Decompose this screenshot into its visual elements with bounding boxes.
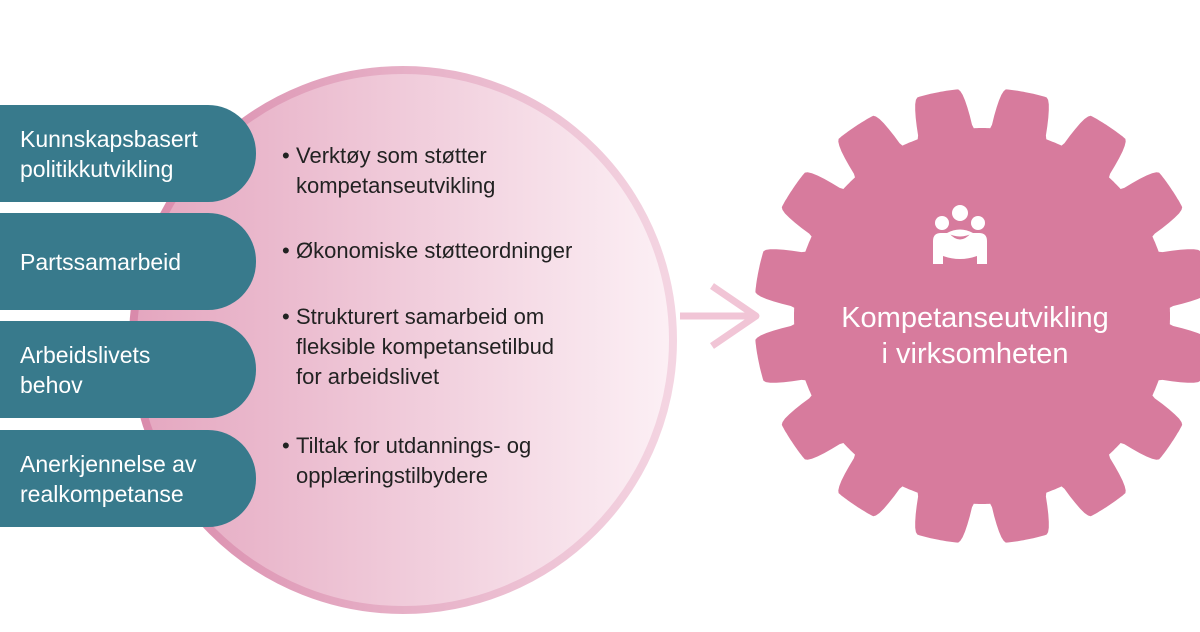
bullet-line: Økonomiske støtteordninger [296,238,573,263]
target-label-line: Kompetanseutvikling [841,302,1109,334]
arrow [680,283,760,349]
box-anerkjennelse-av-realkompetanse: Anerkjennelse av realkompetanse [0,430,256,527]
box-line: realkompetanse [20,480,184,507]
bullet-dot: • [282,433,290,458]
bullet-dot: • [282,304,290,329]
box-line: Arbeidslivets [20,341,151,368]
target-label: Kompetanseutvikling i virksomheten [775,300,1175,372]
people-handshake-icon [933,205,987,264]
box-arbeidslivets-behov: Arbeidslivets behov [0,321,256,418]
bullet-line: Strukturert samarbeid om [296,304,545,329]
bullet-line: kompetanseutvikling [296,173,496,198]
gear-shape [755,89,1200,543]
box-line: behov [20,371,83,398]
bullet-line: Tiltak for utdannings- og [296,433,532,458]
box-line: politikkutvikling [20,155,174,182]
bullet-item: • Økonomiske støtteordninger [282,236,572,266]
box-line: Kunnskapsbasert [20,125,198,152]
bullet-line: fleksible kompetansetilbud [296,334,555,359]
box-partssamarbeid: Partssamarbeid [0,213,256,310]
bullet-line: opplæringstilbydere [296,463,488,488]
target-label-line: i virksomheten [881,338,1069,370]
box-kunnskapsbasert-politikkutvikling: Kunnskapsbasert politikkutvikling [0,105,256,202]
bullet-item: • Strukturert samarbeid om fleksible kom… [282,302,554,392]
bullet-line: Verktøy som støtter [296,143,487,168]
box-line: Partssamarbeid [20,248,182,275]
bullet-item: • Tiltak for utdannings- og opplæringsti… [282,431,531,491]
bullet-dot: • [282,238,290,263]
box-line: Anerkjennelse av [20,450,197,477]
bullet-dot: • [282,143,290,168]
bullet-line: for arbeidslivet [296,364,440,389]
bullet-item: • Verktøy som støtter kompetanseutviklin… [282,141,495,201]
